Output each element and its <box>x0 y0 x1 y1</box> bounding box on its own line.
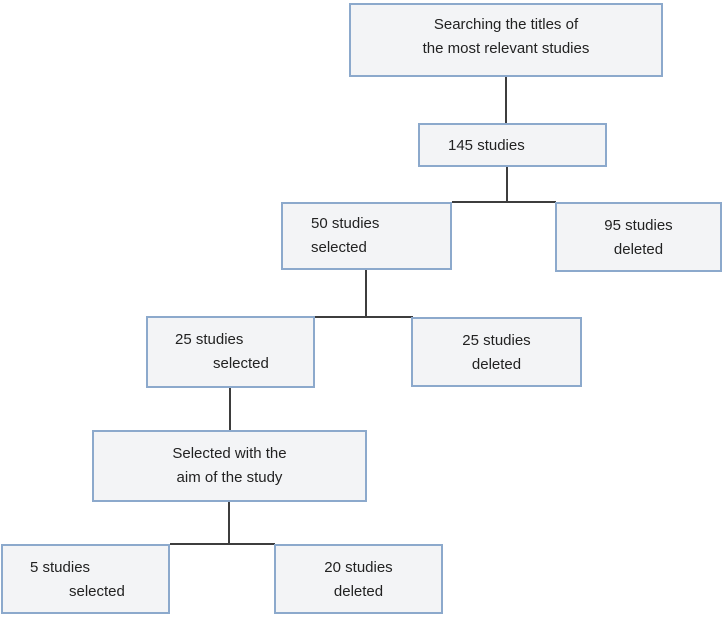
node-text-line: aim of the study <box>176 469 283 486</box>
node-text-line: the most relevant studies <box>422 40 590 57</box>
node-text-line: deleted <box>471 356 522 373</box>
node-25-studies-selected: 25 studies selected <box>146 316 315 388</box>
node-text-line: Selected with the <box>172 445 287 462</box>
connector-aim-branch <box>170 543 275 545</box>
node-text-line: 145 studies <box>448 137 525 154</box>
connector-145-drop <box>506 167 508 203</box>
node-text-line: selected <box>213 355 269 372</box>
node-text-line: deleted <box>333 583 384 600</box>
node-text-line: 25 studies <box>462 332 531 349</box>
connector-50-branch <box>314 316 413 318</box>
node-search-titles: Searching the titles of the most relevan… <box>349 3 663 77</box>
connector-aim-drop <box>228 502 230 545</box>
node-text-line: selected <box>69 583 125 600</box>
node-text-line: 50 studies <box>311 215 380 232</box>
node-145-studies: 145 studies <box>418 123 607 167</box>
node-text-line: deleted <box>613 241 664 258</box>
node-text-line: 95 studies <box>604 217 673 234</box>
node-text-line: 25 studies <box>175 331 244 348</box>
node-text-line: selected <box>311 239 367 256</box>
node-25-studies-deleted: 25 studies deleted <box>411 317 582 387</box>
node-5-studies-selected: 5 studies selected <box>1 544 170 614</box>
connector-25-to-aim <box>229 388 231 431</box>
connector-50-drop <box>365 270 367 317</box>
node-95-studies-deleted: 95 studies deleted <box>555 202 722 272</box>
node-20-studies-deleted: 20 studies deleted <box>274 544 443 614</box>
node-text-line: Searching the titles of <box>433 16 579 33</box>
node-text-line: 20 studies <box>324 559 393 576</box>
node-50-studies-selected: 50 studies selected <box>281 202 452 270</box>
node-selected-with-aim: Selected with the aim of the study <box>92 430 367 502</box>
node-text-line: 5 studies <box>30 559 91 576</box>
connector-145-branch <box>452 201 556 203</box>
connector-search-to-145 <box>505 77 507 124</box>
